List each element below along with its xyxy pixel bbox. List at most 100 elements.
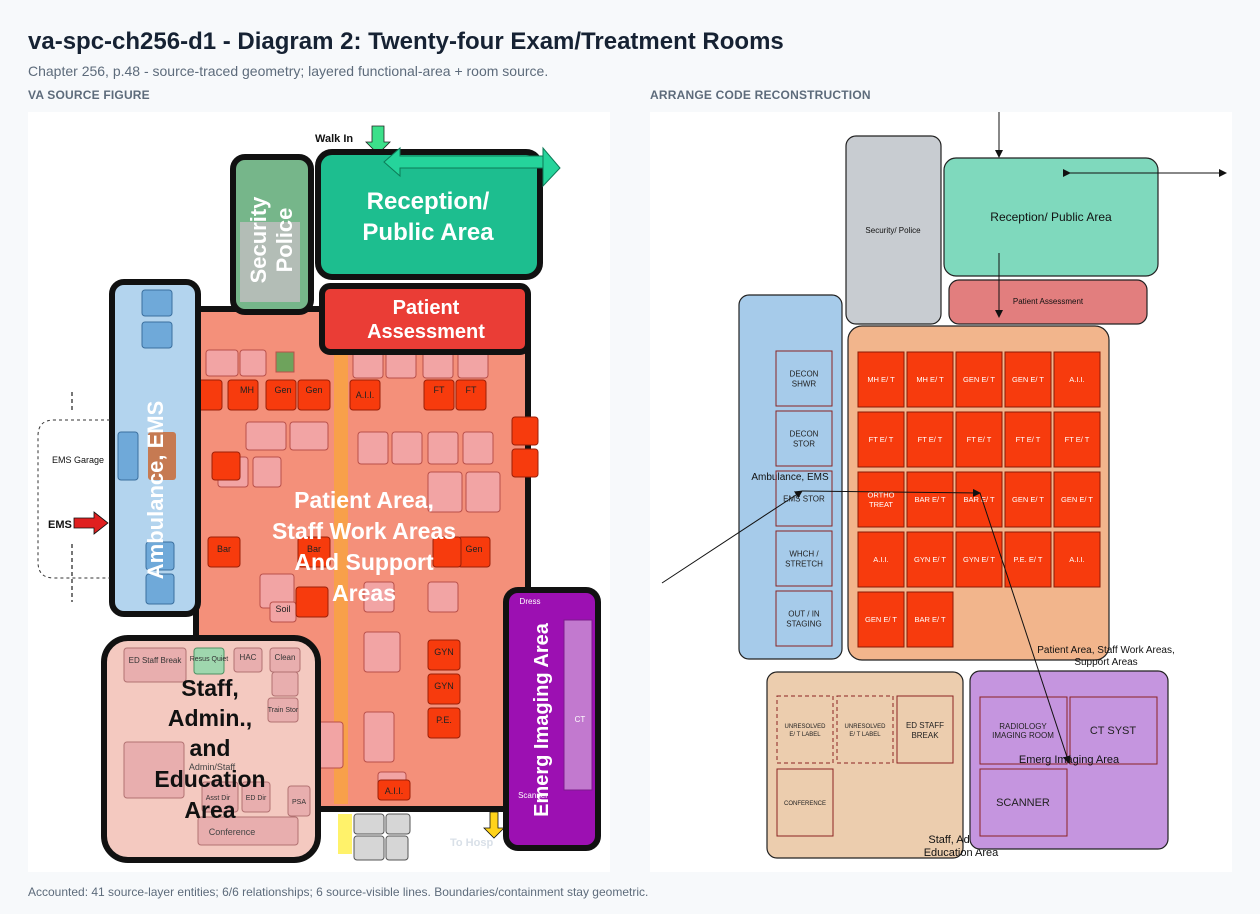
recon-security-label: Security/ Police xyxy=(865,226,921,235)
src-room-resus: Resus Quiet xyxy=(190,656,229,663)
src-reception-label-1: Reception/ xyxy=(367,188,490,215)
src-room-gen2: Gen xyxy=(305,385,322,395)
recon-exam-room-label: GEN E/ T xyxy=(963,375,995,384)
recon-scanner-label: SCANNER xyxy=(996,797,1050,809)
recon-staff-area xyxy=(766,671,964,859)
src-room-gen3: Gen xyxy=(465,544,482,554)
recon-exam-room: MH E/ T xyxy=(857,351,905,408)
recon-exam-room-label: FT E/ T xyxy=(1016,435,1041,444)
recon-exam-room-label: BAR E/ T xyxy=(963,495,995,504)
recon-exam-room-label: GYN E/ T xyxy=(963,555,995,564)
recon-ems-room-label: STAGING xyxy=(786,619,821,628)
recon-exam-room-label: GEN E/ T xyxy=(1012,495,1044,504)
src-ems-arrow-icon xyxy=(73,511,109,535)
recon-exam-room: GYN E/ T xyxy=(955,531,1003,588)
relation-line-ems-patient xyxy=(801,488,981,497)
recon-unresolved-a-line2: E/ T LABEL xyxy=(789,732,821,738)
src-room-ed-dir: ED Dir xyxy=(246,795,267,802)
recon-exam-room: FT E/ T xyxy=(1053,411,1101,468)
recon-ed-staff-break-line2: BREAK xyxy=(911,731,939,740)
recon-exam-room: GEN E/ T xyxy=(1053,471,1101,528)
recon-unresolved-b-line1: UNRESOLVED xyxy=(845,724,887,730)
src-room-asst-dir: Asst Dir xyxy=(206,795,231,802)
src-room-ed-staff-break: ED Staff Break xyxy=(129,656,183,665)
left-panel-heading: VA SOURCE FIGURE xyxy=(28,88,150,102)
src-room-gen1: Gen xyxy=(274,385,291,395)
src-room-aii1: A.I.I. xyxy=(356,390,375,400)
recon-exam-room-label: GYN E/ T xyxy=(914,555,946,564)
src-reception-label-2: Public Area xyxy=(362,219,494,246)
src-room-pe: P.E. xyxy=(436,715,452,725)
recon-exam-room-label: FT E/ T xyxy=(918,435,943,444)
src-ems-garage xyxy=(37,419,110,579)
recon-room-unresolved-b xyxy=(836,695,894,764)
recon-ems-room-label: STOR xyxy=(793,439,815,448)
src-patient-label-3: And Support xyxy=(294,549,434,575)
relation-line-patient-imaging xyxy=(979,492,1071,764)
recon-ct-label: CT SYST xyxy=(1090,725,1137,737)
src-patient-label-2: Staff Work Areas xyxy=(272,518,456,544)
src-ems-label: EMS xyxy=(48,519,72,531)
recon-room-scanner xyxy=(979,768,1068,837)
recon-exam-room-label: GEN E/ T xyxy=(1012,375,1044,384)
recon-exam-room: A.I.I. xyxy=(1053,531,1101,588)
src-room-train-stor: Train Stor xyxy=(268,707,299,714)
src-assessment-label-1: Patient xyxy=(393,297,460,319)
recon-staff-label-2: Education Area xyxy=(924,847,999,859)
recon-exam-room-label: ORTHO xyxy=(868,490,895,499)
src-security-label-2: Police xyxy=(272,208,297,273)
recon-ems-room-label: EMS STOR xyxy=(783,494,825,503)
reconstruction-diagram: Security/ Police Reception/ Public Area … xyxy=(661,112,1227,859)
recon-exam-room: P.E. E/ T xyxy=(1004,531,1052,588)
recon-radiology-line1: RADIOLOGY xyxy=(999,722,1047,731)
recon-exam-room-label: FT E/ T xyxy=(869,435,894,444)
recon-exam-room: GYN E/ T xyxy=(906,531,954,588)
recon-exam-room-label: FT E/ T xyxy=(1065,435,1090,444)
recon-exam-room-label: P.E. E/ T xyxy=(1014,555,1043,564)
src-to-hosp-arrow-icon xyxy=(483,811,505,839)
recon-patient-label-2: Support Areas xyxy=(1074,657,1137,668)
src-room-scanner: Scanner xyxy=(518,791,548,800)
src-room-clean: Clean xyxy=(275,653,296,662)
recon-ems-room-label: DECON xyxy=(790,369,819,378)
src-room-conference: Conference xyxy=(209,827,256,837)
recon-exam-room-label: BAR E/ T xyxy=(914,615,946,624)
recon-exam-room: BAR E/ T xyxy=(955,471,1003,528)
src-room-hac: HAC xyxy=(240,653,257,662)
recon-unresolved-b-line2: E/ T LABEL xyxy=(849,732,881,738)
src-room-gyn2: GYN xyxy=(434,681,454,691)
recon-exam-room-label: A.I.I. xyxy=(1069,555,1084,564)
relation-line-ems-entry xyxy=(661,490,803,584)
src-staff-label-3: and xyxy=(190,735,231,761)
src-room-aii2: A.I.I. xyxy=(385,786,404,796)
recon-exam-room-label: FT E/ T xyxy=(967,435,992,444)
recon-exam-room-label: A.I.I. xyxy=(1069,375,1084,384)
recon-room-conference xyxy=(776,768,834,837)
src-room-admin-staff: Admin/Staff xyxy=(189,762,236,772)
src-reception-area xyxy=(315,149,543,280)
recon-exam-room: GEN E/ T xyxy=(955,351,1003,408)
right-panel-heading: ARRANGE CODE RECONSTRUCTION xyxy=(650,88,871,102)
recon-exam-room: GEN E/ T xyxy=(1004,471,1052,528)
recon-exam-room-label: MH E/ T xyxy=(916,375,944,384)
recon-unresolved-a-line1: UNRESOLVED xyxy=(785,724,827,730)
recon-exam-room: A.I.I. xyxy=(1053,351,1101,408)
recon-exam-room: BAR E/ T xyxy=(906,471,954,528)
src-patient-label-4: Areas xyxy=(332,580,396,606)
recon-conference-label: CONFERENCE xyxy=(784,801,826,807)
src-room-soil: Soil xyxy=(275,604,290,614)
src-assessment-label-2: Assessment xyxy=(367,321,485,343)
recon-exam-room: MH E/ T xyxy=(906,351,954,408)
walk-in-label: Walk In xyxy=(315,133,353,145)
footer-note: Accounted: 41 source-layer entities; 6/6… xyxy=(28,885,649,899)
recon-ems-room-label: OUT / IN xyxy=(788,609,820,618)
src-room-dress: Dress xyxy=(520,597,541,606)
page-title: va-spc-ch256-d1 - Diagram 2: Twenty-four… xyxy=(28,28,784,55)
recon-exam-room-label: GEN E/ T xyxy=(1061,495,1093,504)
recon-exam-room: A.I.I. xyxy=(857,531,905,588)
src-room-ft1: FT xyxy=(434,385,445,395)
src-room-gyn1: GYN xyxy=(434,647,454,657)
recon-exam-room: FT E/ T xyxy=(955,411,1003,468)
